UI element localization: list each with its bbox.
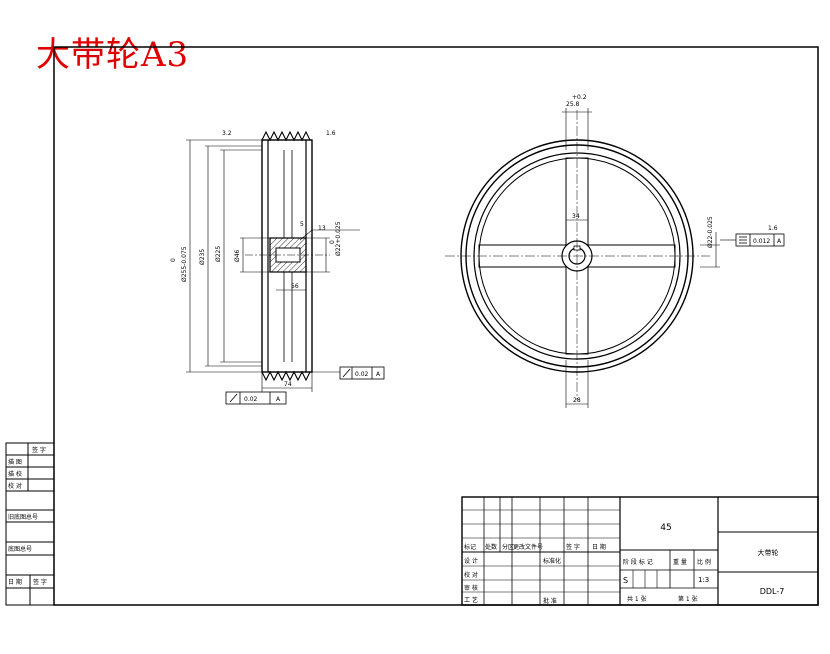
dim-width: 74 (284, 381, 292, 388)
runout-frame-right (339, 366, 385, 380)
dim-root-dia: Ø225 (215, 246, 222, 262)
dim-outer-tol: 0 (170, 258, 177, 262)
roughness-top-right: 1.6 (326, 130, 336, 137)
roughness-right: 1.6 (768, 225, 778, 232)
drawing-number: DDL-7 (760, 587, 785, 596)
dim-key-width: 25.8 (566, 101, 580, 108)
symmetry-datum: A (777, 238, 782, 245)
rev-h-1: 处数 (485, 543, 497, 551)
front-view (445, 110, 710, 400)
label-old-base: 旧底图总号 (8, 513, 38, 521)
dim-step2: 13 (318, 225, 326, 232)
label-date: 日 期 (8, 578, 22, 586)
dim-bore-tol: 0 (329, 240, 336, 244)
left-margin-block (5, 442, 55, 606)
rev-h-5: 日 期 (592, 543, 606, 551)
left-row-3: 校 对 (8, 482, 22, 490)
symmetry-frame (735, 233, 785, 247)
dim-groove-dia: Ø235 (199, 249, 206, 265)
approve-label: 批 准 (543, 597, 557, 605)
role-process: 工 艺 (464, 596, 478, 604)
label-sign: 签 字 (33, 578, 47, 586)
dim-bottom-width: 28 (573, 397, 581, 404)
left-margin-texts: 签 字 描 图 描 校 校 对 旧底图总号 底图总号 日 期 签 字 (8, 446, 47, 586)
front-dimension-lines (562, 108, 736, 408)
runout-value-right: 0.02 (355, 371, 369, 378)
rev-h-4: 签 字 (566, 543, 580, 551)
symmetry-value: 0.012 (753, 238, 770, 245)
sheet-number: 第 1 张 (678, 595, 698, 603)
runout-value-bottom: 0.02 (244, 396, 258, 403)
dim-hub-dia: Ø46 (234, 249, 241, 262)
dim-spoke-width: 34 (572, 213, 580, 220)
title-block-grid (461, 496, 819, 606)
part-name: 大带轮 (758, 548, 779, 557)
left-row-1: 描 图 (8, 458, 22, 466)
sheet-total: 共 1 张 (627, 595, 647, 603)
dim-hub-len: 56 (291, 283, 299, 290)
frame (53, 46, 819, 606)
runout-datum-bottom: A (276, 396, 281, 403)
runout-datum-right: A (376, 371, 381, 378)
role-review: 审 核 (464, 584, 478, 592)
drawing-title: 大带轮A3 (36, 35, 190, 75)
dim-bore-right: Ø22-0.025 (707, 216, 714, 248)
standard-label: 标准化 (543, 557, 561, 565)
scale-header: 比 例 (697, 558, 711, 566)
title-block-texts: 标记 处数 分区 更改文件号 签 字 日 期 设 计 校 对 审 核 工 艺 标… (464, 523, 784, 605)
weight-header: 重 量 (673, 558, 687, 566)
dim-outer-dia: Ø255-0.075 (181, 246, 188, 282)
left-row-0: 签 字 (32, 446, 46, 454)
role-design: 设 计 (464, 557, 478, 565)
left-row-2: 描 校 (8, 470, 22, 478)
dim-key-tol: +0.2 (572, 94, 587, 101)
role-check: 校 对 (464, 571, 478, 579)
dim-step: 5 (300, 221, 304, 228)
rev-h-3: 更改文件号 (513, 543, 543, 551)
rev-h-2: 分区 (502, 543, 514, 551)
side-dimension-lines (186, 139, 360, 392)
side-dimension-texts: 0 Ø255-0.075 Ø235 Ø225 Ø46 74 56 5 13 0 … (170, 130, 342, 388)
front-dimension-texts: +0.2 25.8 34 28 Ø22-0.025 1.6 (566, 94, 778, 404)
dim-bore: Ø22+0.025 (335, 221, 342, 256)
stage-header: 阶 段 标 记 (623, 558, 653, 566)
scale-value: 1:3 (698, 576, 709, 584)
roughness-top-left: 3.2 (222, 130, 232, 137)
stage-mark: S (623, 576, 628, 585)
runout-frame-bottom (225, 391, 287, 405)
rev-h-0: 标记 (464, 543, 476, 551)
label-new-base: 底图总号 (8, 545, 32, 553)
material: 45 (660, 523, 671, 533)
side-section-view (245, 130, 330, 382)
